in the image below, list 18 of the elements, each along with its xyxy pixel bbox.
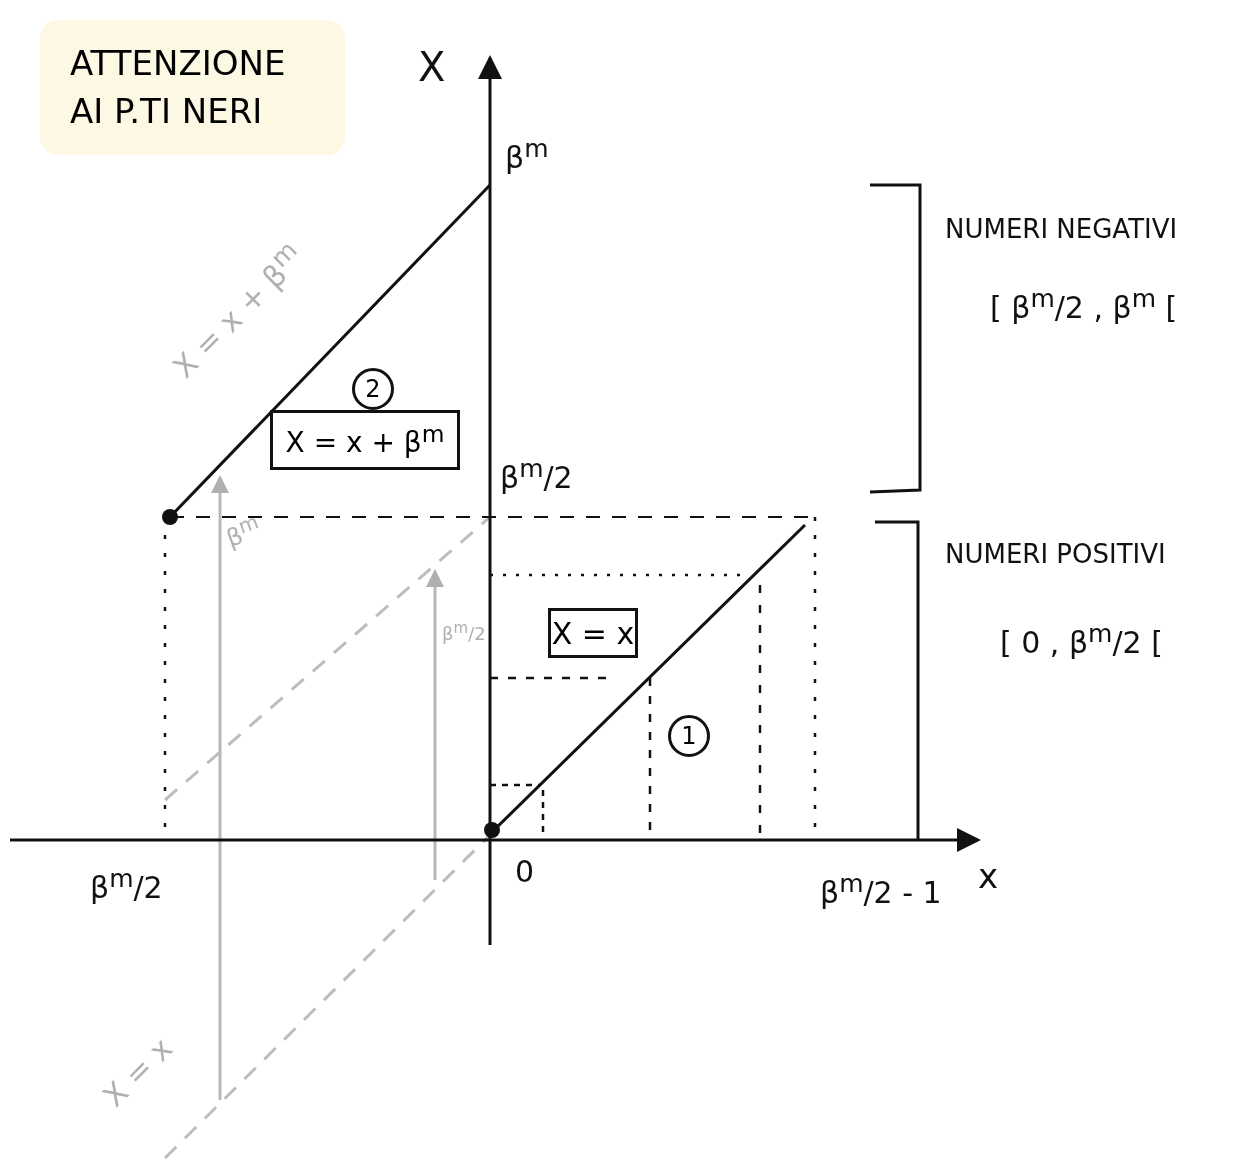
formula-box: X = x + β$^{m}$ <box>270 410 460 470</box>
range-heading: NUMERI NEGATIVI <box>945 215 1178 244</box>
note-box: ATTENZIONE AI P.TI NERI <box>40 20 345 155</box>
range-heading: NUMERI POSITIVI <box>945 540 1166 569</box>
formula-box: X = x <box>548 608 638 658</box>
tick-label: 0 <box>515 855 535 888</box>
axis-label: x <box>978 858 999 896</box>
formula-label: X = x <box>96 1031 179 1113</box>
circled-number: 2 <box>352 368 394 410</box>
axis-label: X <box>418 45 446 89</box>
range-label: [ 0 , β$^{m}$/2 [ <box>1000 620 1163 659</box>
tick-label: β$^{m}$/2 - 1 <box>820 870 942 909</box>
tick-label: β$^{m}$ <box>505 135 549 174</box>
tick-label: β$^{m}$/2 <box>90 865 163 904</box>
circled-number: 1 <box>668 715 710 757</box>
tick-label: β$^{m}$/2 <box>500 455 573 494</box>
shift-label: β$^{m}$/2 <box>442 620 486 644</box>
range-label: [ β$^{m}$/2 , β$^{m}$ [ <box>990 285 1178 324</box>
